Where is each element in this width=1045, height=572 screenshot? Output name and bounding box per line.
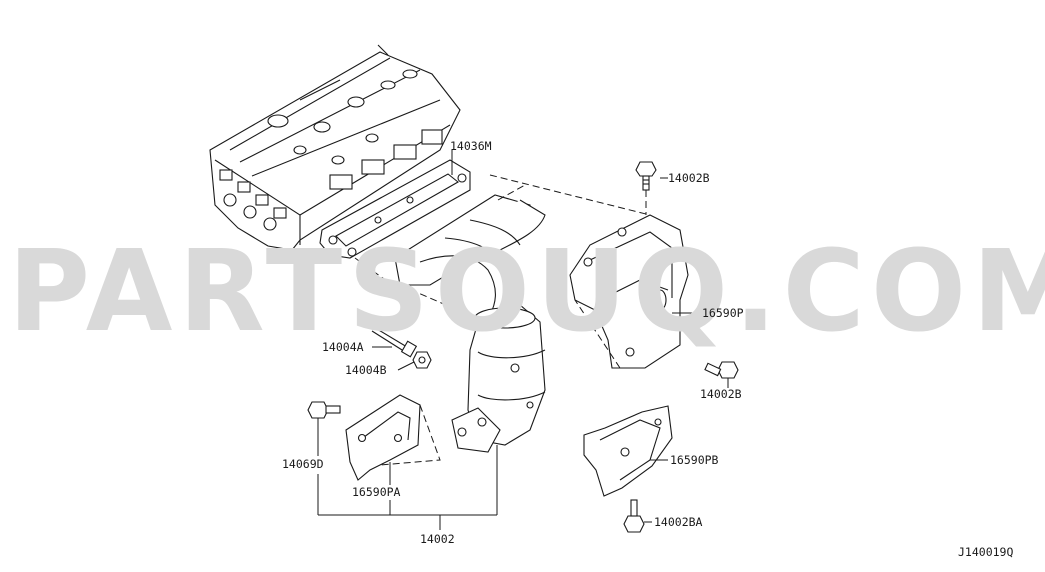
- label-16590P[interactable]: 16590P: [702, 306, 744, 320]
- label-16590PA[interactable]: 16590PA: [352, 485, 401, 499]
- label-16590PB[interactable]: 16590PB: [670, 453, 719, 467]
- label-14004B[interactable]: 14004B: [345, 363, 387, 377]
- bolt-14002B-right[interactable]: [704, 361, 739, 379]
- watermark: PARTSOUQ.COM: [8, 227, 1045, 357]
- heat-insulator-upper[interactable]: [569, 214, 689, 369]
- manifold-gasket[interactable]: [319, 159, 471, 259]
- label-14004A[interactable]: 14004A: [322, 340, 364, 354]
- nut-14004B[interactable]: [412, 351, 432, 369]
- heat-insulator-side[interactable]: [345, 394, 421, 481]
- bolt-14002BA[interactable]: [623, 499, 645, 533]
- label-14036M[interactable]: 14036M: [450, 139, 492, 153]
- cylinder-head[interactable]: [209, 44, 461, 251]
- exhaust-manifold-catalyst[interactable]: [394, 194, 546, 453]
- stud-14004A[interactable]: [371, 325, 418, 358]
- heat-insulator-lower[interactable]: [583, 405, 673, 497]
- label-14002B-top[interactable]: 14002B: [668, 171, 710, 185]
- assembly-lines: [354, 174, 651, 466]
- label-14069D[interactable]: 14069D: [282, 457, 324, 471]
- diagram-code: J140019Q: [958, 545, 1013, 559]
- label-14002BA[interactable]: 14002BA: [654, 515, 703, 529]
- bolt-14002B-top[interactable]: [635, 161, 657, 191]
- leader-lines: [317, 150, 729, 530]
- bolt-14069D[interactable]: [307, 401, 341, 419]
- label-14002[interactable]: 14002: [420, 532, 455, 546]
- label-14002B-right[interactable]: 14002B: [700, 387, 742, 401]
